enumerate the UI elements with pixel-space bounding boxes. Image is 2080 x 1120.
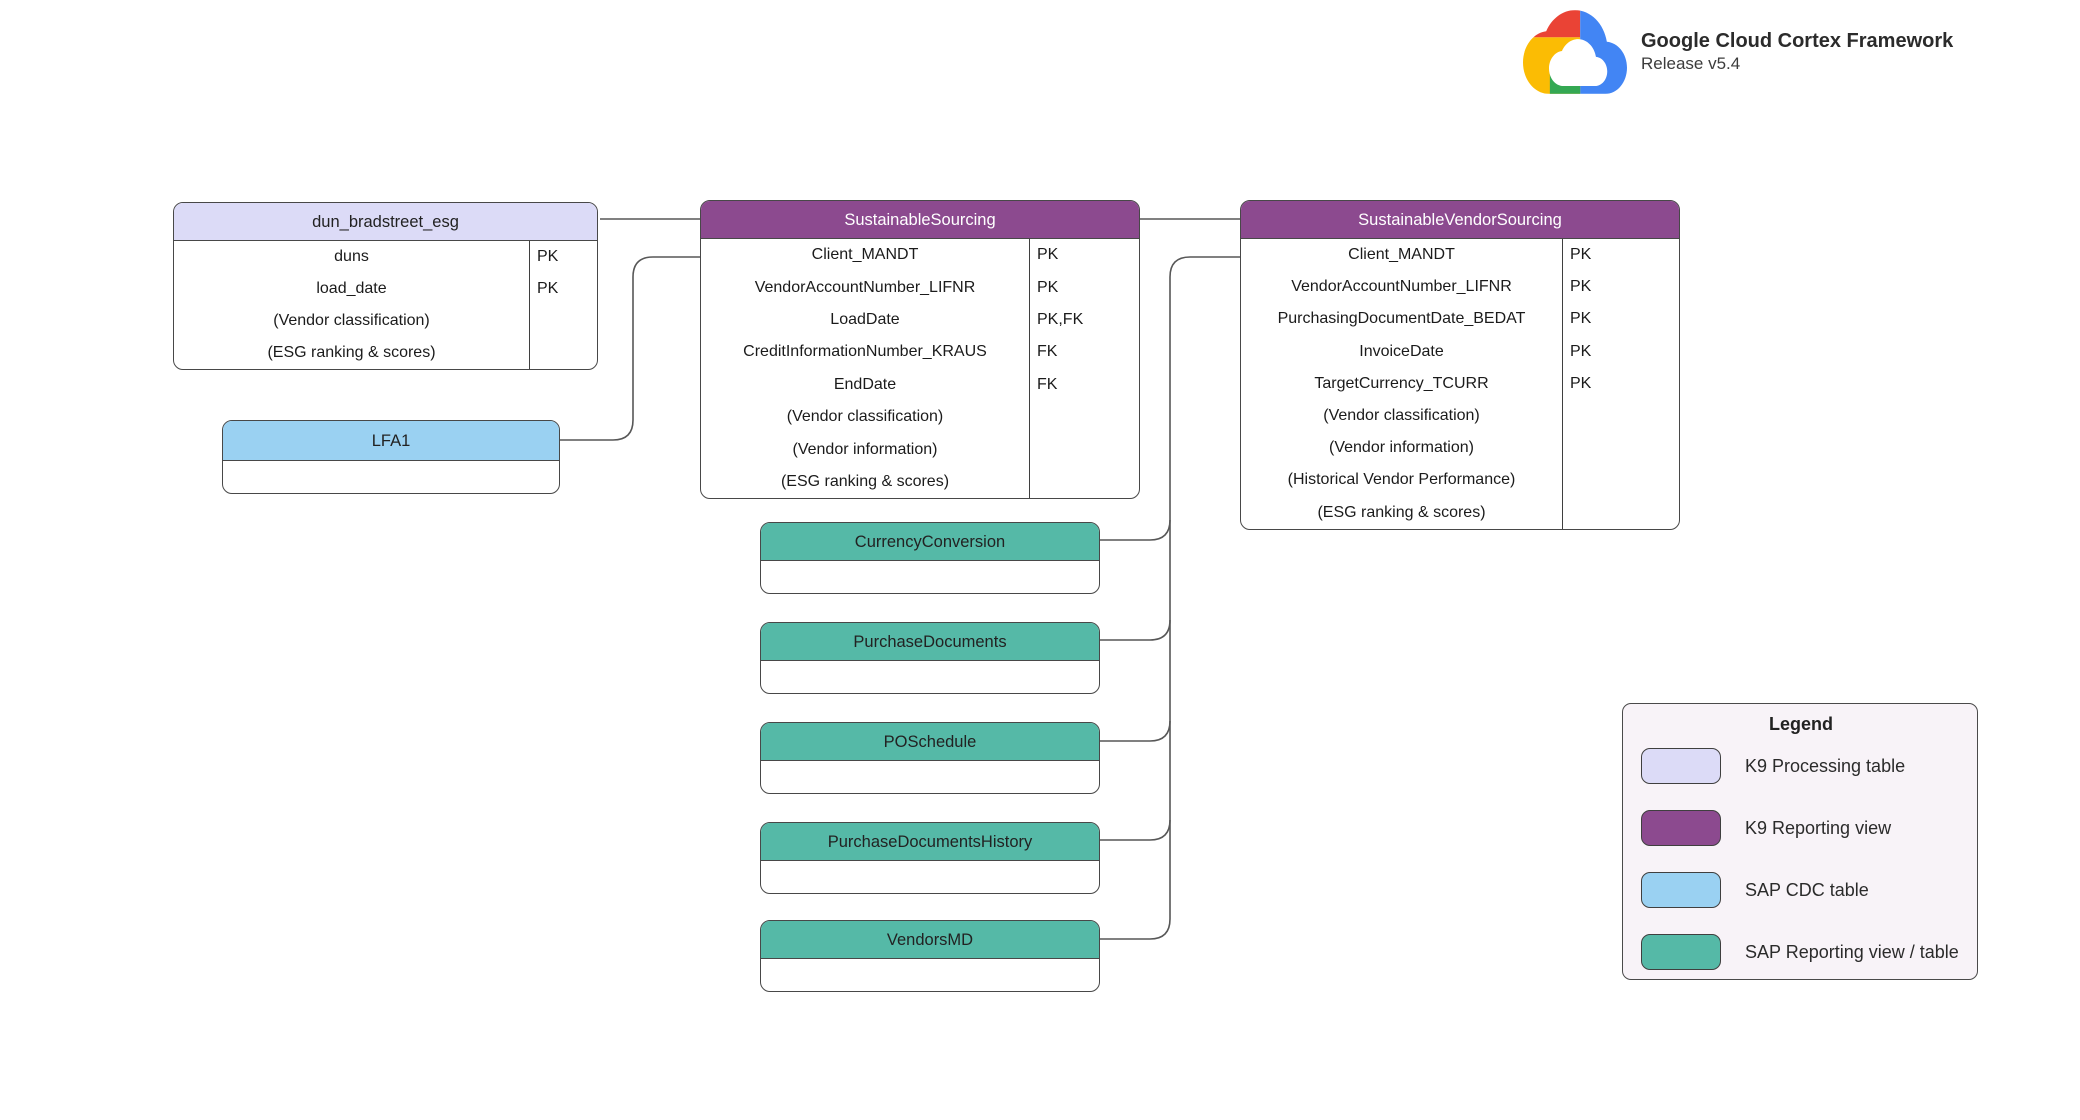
table-row: (ESG ranking & scores): [701, 465, 1139, 499]
table-poschedule[interactable]: POSchedule: [760, 722, 1100, 794]
connector-lfa1-to-sustainablesourcing: [560, 256, 700, 441]
key-cell: PK: [529, 241, 597, 273]
table-header-lfa1: LFA1: [223, 421, 559, 461]
key-cell: [1562, 399, 1679, 433]
table-sustainablesourcing[interactable]: SustainableSourcing Client_MANDT PK Vend…: [700, 200, 1140, 500]
key-cell: [529, 305, 597, 337]
legend-label: SAP CDC table: [1745, 879, 1869, 900]
legend-label: K9 Reporting view: [1745, 817, 1892, 838]
table-row: LoadDate PK,FK: [701, 303, 1139, 337]
legend-item-k9-reporting: K9 Reporting view: [1641, 810, 1977, 846]
connector-currencyconversion-branch: [1100, 519, 1171, 541]
table-row: PurchasingDocumentDate_BEDAT PK: [1241, 303, 1679, 336]
table-purchasedocumentshistory[interactable]: PurchaseDocumentsHistory: [760, 822, 1100, 894]
table-row: InvoiceDate PK: [1241, 335, 1679, 368]
table-currencyconversion[interactable]: CurrencyConversion: [760, 522, 1100, 594]
legend-item-sap-reporting: SAP Reporting view / table: [1641, 934, 1977, 970]
table-vendorsmd[interactable]: VendorsMD: [760, 920, 1100, 992]
brand-block: Google Cloud Cortex Framework Release v5…: [1523, 8, 1953, 96]
key-cell: [1562, 464, 1679, 497]
table-header-purchasedocumentshistory: PurchaseDocumentsHistory: [761, 823, 1099, 861]
table-row: Client_MANDT PK: [701, 239, 1139, 272]
legend-item-k9-processing: K9 Processing table: [1641, 748, 1977, 784]
key-cell: PK: [1029, 239, 1139, 272]
table-row: EndDate FK: [701, 368, 1139, 401]
table-header-dun-bradstreet-esg: dun_bradstreet_esg: [174, 203, 597, 241]
key-cell: FK: [1029, 336, 1139, 369]
table-row: Client_MANDT PK: [1241, 239, 1679, 272]
table-header-currencyconversion: CurrencyConversion: [761, 523, 1099, 561]
legend-item-sap-cdc: SAP CDC table: [1641, 872, 1977, 908]
legend-swatch-k9-reporting: [1641, 810, 1721, 846]
table-empty-body: [761, 561, 1099, 593]
table-row: VendorAccountNumber_LIFNR PK: [701, 271, 1139, 304]
table-row: (Vendor classification): [174, 305, 597, 337]
table-sustainablevendorsourcing[interactable]: SustainableVendorSourcing Client_MANDT P…: [1240, 200, 1680, 530]
connector-poschedule-branch: [1100, 720, 1171, 742]
legend-label: SAP Reporting view / table: [1745, 941, 1959, 962]
connector-trunk-to-vendorsmd: [1100, 256, 1240, 940]
table-row: (ESG ranking & scores): [1241, 496, 1679, 529]
table-empty-body: [761, 661, 1099, 693]
key-cell: FK: [1029, 368, 1139, 401]
key-cell: [1562, 432, 1679, 465]
key-cell: [1562, 496, 1679, 529]
table-row: (ESG ranking & scores): [174, 337, 597, 369]
key-cell: [1029, 433, 1139, 466]
key-cell: PK: [1029, 271, 1139, 304]
table-header-vendorsmd: VendorsMD: [761, 921, 1099, 959]
table-row: duns PK: [174, 241, 597, 273]
legend-label: K9 Processing table: [1745, 755, 1906, 776]
key-cell: [529, 337, 597, 369]
table-header-purchasedocuments: PurchaseDocuments: [761, 623, 1099, 661]
table-row: (Vendor information): [701, 433, 1139, 466]
table-lfa1[interactable]: LFA1: [222, 420, 560, 494]
table-row: load_date PK: [174, 273, 597, 305]
legend-panel: Legend K9 Processing table K9 Reporting …: [1622, 703, 1978, 980]
table-row: (Vendor classification): [701, 400, 1139, 434]
table-empty-body: [761, 959, 1099, 991]
connector-purchasedocumentshistory-branch: [1100, 819, 1171, 841]
table-row: VendorAccountNumber_LIFNR PK: [1241, 271, 1679, 304]
legend-swatch-k9-processing: [1641, 748, 1721, 784]
table-dun-bradstreet-esg[interactable]: dun_bradstreet_esg duns PK load_date PK …: [173, 202, 598, 370]
key-cell: [1029, 465, 1139, 499]
table-row: (Vendor classification): [1241, 399, 1679, 433]
table-header-sustainablesourcing: SustainableSourcing: [701, 201, 1139, 239]
legend-swatch-sap-reporting: [1641, 934, 1721, 970]
key-cell: PK,FK: [1029, 303, 1139, 337]
table-header-sustainablevendorsourcing: SustainableVendorSourcing: [1241, 201, 1679, 239]
table-row: (Vendor information): [1241, 432, 1679, 465]
table-row: (Historical Vendor Performance): [1241, 464, 1679, 497]
google-cloud-logo-icon: [1523, 10, 1627, 94]
legend-swatch-sap-cdc: [1641, 872, 1721, 908]
key-cell: PK: [1562, 367, 1679, 400]
brand-title: Google Cloud Cortex Framework: [1641, 30, 1954, 52]
connector-purchasedocuments-branch: [1100, 619, 1171, 641]
key-cell: PK: [1562, 335, 1679, 368]
table-row: CreditInformationNumber_KRAUS FK: [701, 336, 1139, 369]
table-empty-body: [761, 861, 1099, 893]
key-cell: [1029, 400, 1139, 434]
brand-release-version: Release v5.4: [1641, 54, 1741, 73]
legend-title: Legend: [1768, 714, 1833, 734]
table-empty-body: [223, 461, 559, 493]
table-empty-body: [761, 761, 1099, 793]
key-cell: PK: [1562, 271, 1679, 304]
key-cell: PK: [1562, 303, 1679, 336]
key-cell: PK: [1562, 239, 1679, 272]
table-row: TargetCurrency_TCURR PK: [1241, 367, 1679, 400]
table-header-poschedule: POSchedule: [761, 723, 1099, 761]
table-purchasedocuments[interactable]: PurchaseDocuments: [760, 622, 1100, 694]
key-cell: PK: [529, 273, 597, 305]
